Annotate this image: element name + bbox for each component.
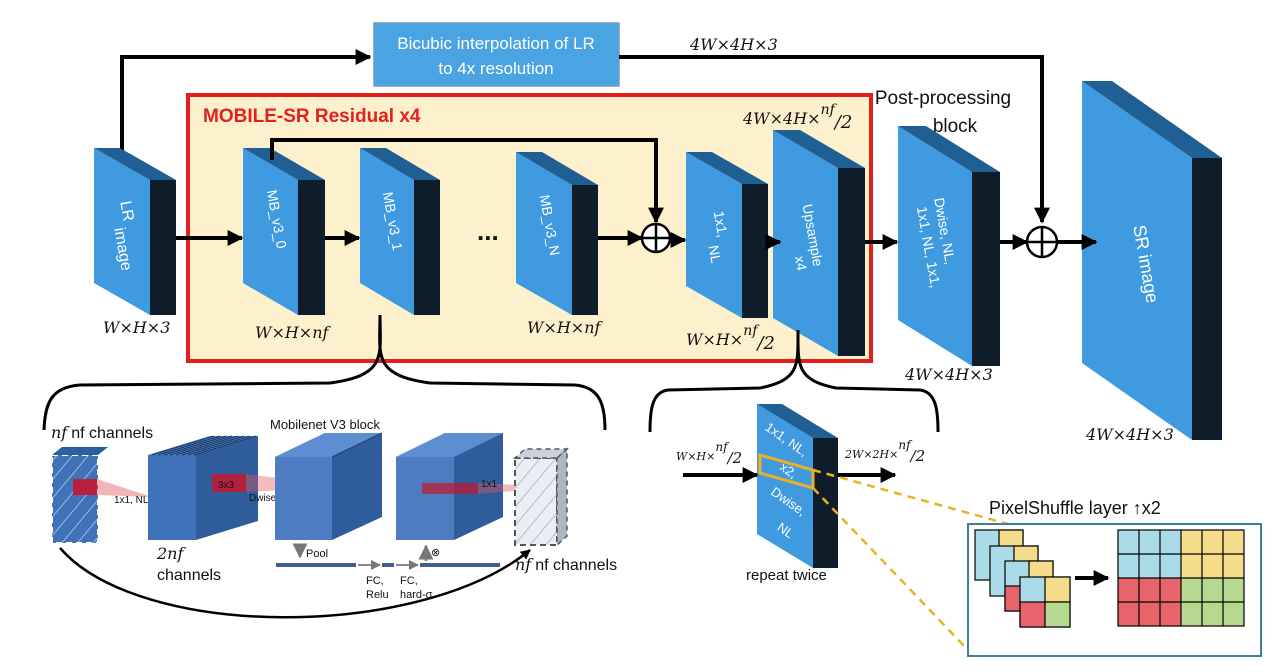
- conv-label-2: NL: [705, 244, 724, 265]
- conv-1x1-block: 1x1, NL: [686, 152, 768, 318]
- postproc-dims: 4W×4H×3: [904, 365, 993, 384]
- pixelshuffle-output-grid: [1117, 529, 1245, 627]
- sum-node-global: [1025, 225, 1059, 259]
- mb-v3-0-dims: W×H×nf: [255, 323, 332, 342]
- se-mult: ⊗: [431, 547, 440, 559]
- bicubic-label-line1: Bicubic interpolation of LR: [397, 34, 595, 53]
- sr-dims: 4W×4H×3: [1085, 425, 1174, 444]
- zoom-line-2: [812, 487, 969, 651]
- bicubic-label-line2: to 4x resolution: [438, 59, 553, 78]
- bicubic-output-arrow: [619, 55, 1050, 224]
- sum-node-residual: [640, 222, 672, 254]
- pixelshuffle-input-stack: [974, 529, 1071, 628]
- repeat-in-dims: W×H×nf/2: [676, 440, 742, 467]
- se-fc1a: FC,: [366, 575, 384, 587]
- upsample-label-2: x4: [792, 254, 810, 272]
- zoom-line-1: [812, 468, 1009, 526]
- sr-image-block: SR image: [1082, 81, 1222, 440]
- mb-v3-0-block: MB_v3_0: [243, 148, 325, 315]
- upsample-dims: 4W×4H×nf/2: [742, 102, 852, 133]
- repeat-block: 1x1, NL, x2, Dwise, NL: [757, 404, 838, 568]
- postproc-block: Dwise, NL, 1x1, NL, 1x1,: [898, 126, 1000, 366]
- conv-label-1: 1x1,: [711, 210, 731, 239]
- residual-skip-arrow: [270, 138, 664, 224]
- pixelshuffle-title: PixelShuffle layer ↑x2: [989, 498, 1161, 518]
- lr-block-label-1: LR: [116, 200, 136, 223]
- repeat-out-dims: 2W×2H×nf/2: [844, 438, 925, 465]
- repeat-caption: repeat twice: [746, 567, 827, 584]
- bicubic-output-dims: 4W×4H×3: [689, 35, 778, 54]
- postproc-title-1: Post-processing: [875, 88, 1011, 109]
- postproc-title-2: block: [933, 116, 978, 137]
- op-1x1-nl: 1x1, NL: [114, 495, 149, 506]
- bicubic-input-arrow: [120, 49, 372, 152]
- conv-dims: W×H×nf/2: [686, 323, 775, 354]
- mid-channels-1: 2nf: [156, 544, 186, 563]
- lr-dims: W×H×3: [103, 318, 170, 337]
- mb-v3-1-block: MB_v3_1: [360, 148, 440, 315]
- mobilenet-title: Mobilenet V3 block: [270, 417, 380, 432]
- mobilenet-brace: [42, 314, 607, 431]
- bicubic-box: [373, 22, 620, 87]
- mb-v3-n-dims: W×H×nf: [527, 318, 604, 337]
- op-3x3: 3x3: [218, 480, 235, 491]
- lr-image-block: LR image: [94, 148, 176, 315]
- se-fc2b: hard-σ: [400, 589, 433, 601]
- ellipsis: ...: [477, 216, 499, 246]
- op-1x1: 1x1: [481, 479, 498, 490]
- mobilenet-residual-curve: [59, 547, 531, 619]
- upsample-brace: [648, 329, 940, 433]
- upsample-block: Upsample x4: [773, 130, 865, 356]
- residual-title: MOBILE-SR Residual x4: [203, 106, 421, 127]
- se-fc2a: FC,: [400, 575, 418, 587]
- se-pool: Pool: [306, 548, 328, 560]
- op-dwise-nl: Dwise, NL: [249, 493, 295, 504]
- mid-channels-2: channels: [157, 567, 221, 584]
- mb-v3-n-block: MB_v3_N: [516, 152, 598, 315]
- se-fc1b: Relu: [366, 589, 389, 601]
